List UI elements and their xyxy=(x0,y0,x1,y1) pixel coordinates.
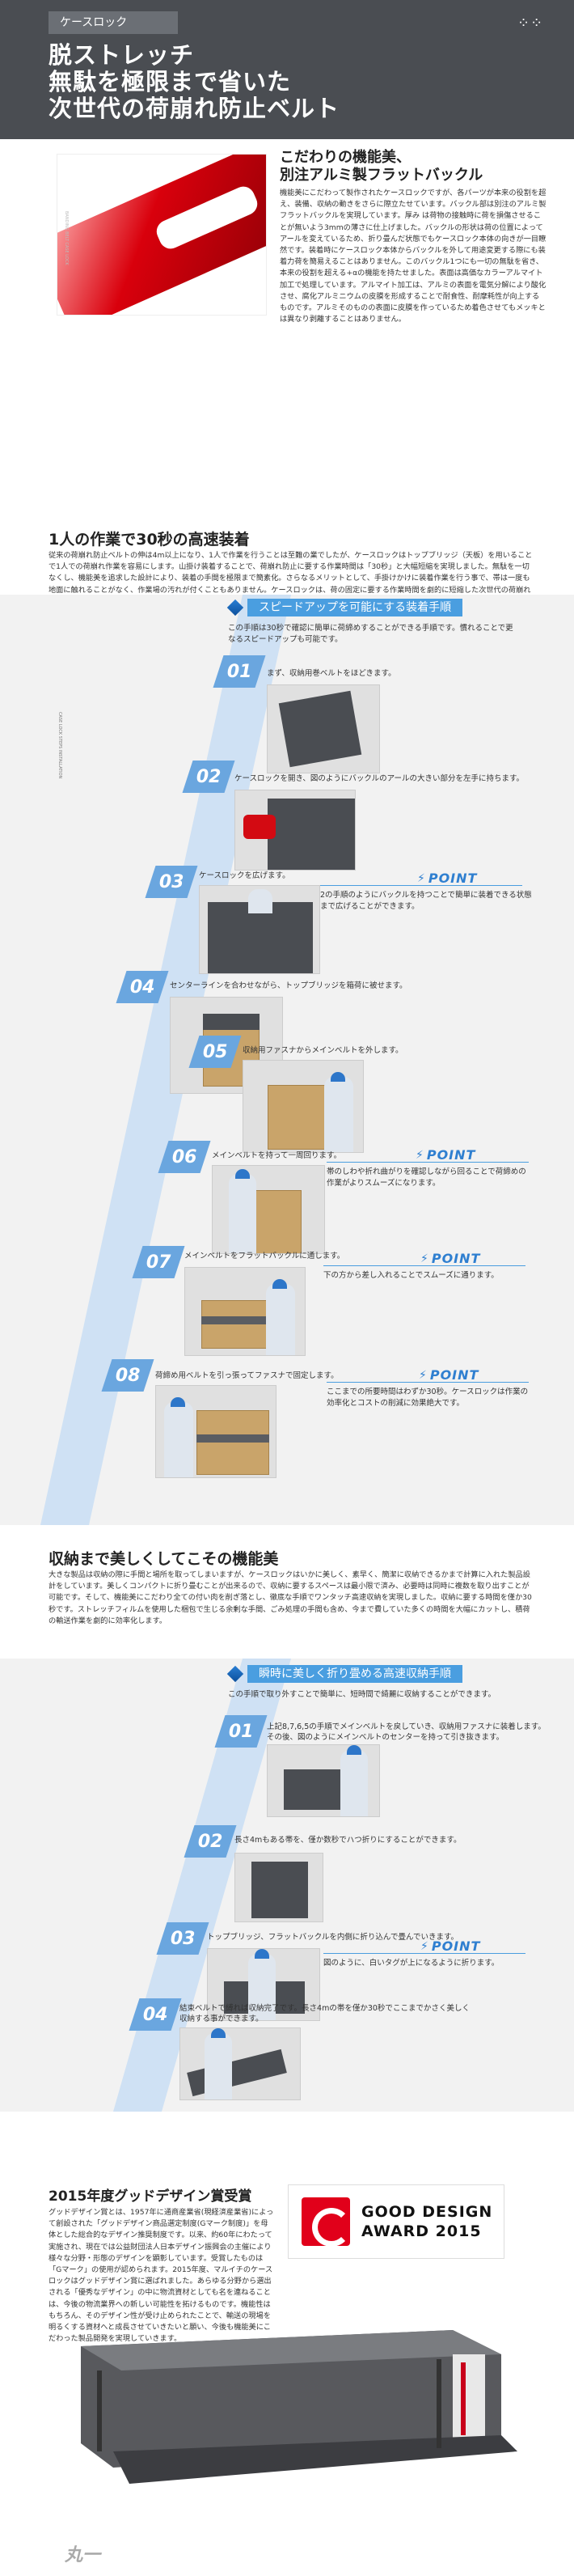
install-step-photo xyxy=(199,885,320,974)
brand-logo: ⁘⁘ xyxy=(517,16,542,45)
lightning-icon: ⚡ xyxy=(420,1252,428,1265)
storage-steps-heading: 瞬時に美しく折り畳める高速収納手順 xyxy=(226,1665,462,1683)
g-mark-icon xyxy=(302,2197,351,2247)
hero-title-line: 脱ストレッチ xyxy=(49,41,195,69)
feature-body: 機能美にこだわって製作されたケースロックですが、各パーツが本来の役割を超え、装備… xyxy=(280,189,547,324)
point-divider xyxy=(320,885,522,886)
install-step-text: 荷締め用ベルトを引っ張ってファスナで固定します。 xyxy=(155,1371,339,1380)
install-point: ⚡ POINT xyxy=(419,1367,479,1383)
install-point-text: ここまでの所要時間はわずか30秒。ケースロックは作業の効率化とコストの削減に効果… xyxy=(327,1388,529,1408)
install-step-photo xyxy=(267,684,380,773)
point-label: POINT xyxy=(431,1251,481,1266)
point-divider xyxy=(323,1265,525,1266)
install-steps-heading-label: スピードアップを可能にする装着手順 xyxy=(247,599,463,616)
brand-logo-icon: ⁘⁘ xyxy=(517,15,544,32)
feature-title-line: 別注アルミ製フラットバックル xyxy=(280,167,483,184)
point-label: POINT xyxy=(428,871,478,886)
install-step-photo xyxy=(212,1165,325,1254)
storage-step-text: 上記8,7,6,5の手順でメインベルトを戻していき、収納用ファスナに装着します。… xyxy=(267,1722,546,1742)
section1-title: 1人の作業で30秒の高速装着 xyxy=(49,531,250,549)
footer-logo: 丸一 xyxy=(65,2544,101,2565)
point-label: POINT xyxy=(431,1938,481,1954)
good-design-logo: GOOD DESIGN AWARD 2015 xyxy=(288,2184,504,2259)
install-point: ⚡ POINT xyxy=(420,1251,480,1266)
storage-point-text: 図のように、白いタグが上になるように折ります。 xyxy=(323,1959,500,1968)
install-step-photo xyxy=(155,1385,276,1478)
install-step-photo xyxy=(243,1060,364,1153)
storage-step-photo xyxy=(234,1853,323,1922)
install-step-text: メインベルトを持って一周回ります。 xyxy=(212,1151,342,1160)
storage-step-photo xyxy=(267,1744,380,1817)
storage-step-text: 長さ4mもある帯を、僅か数秒でハつ折りにすることができます。 xyxy=(234,1836,462,1845)
good-design-logo-line: GOOD DESIGN xyxy=(361,2203,493,2221)
category-tag: ケースロック xyxy=(49,11,178,34)
install-step-text: 収納用ファスナからメインベルトを外します。 xyxy=(243,1046,403,1055)
hero-banner: ケースロック ⁘⁘ 脱ストレッチ 無駄を極限まで省いた 次世代の荷崩れ防止ベルト xyxy=(0,0,574,139)
hero-title: 脱ストレッチ 無駄を極限まで省いた 次世代の荷崩れ防止ベルト xyxy=(49,42,340,122)
storage-steps-heading-label: 瞬時に美しく折り畳める高速収納手順 xyxy=(247,1665,462,1683)
install-point: ⚡ POINT xyxy=(417,871,477,886)
award-title: 2015年度グッドデザイン賞受賞 xyxy=(49,2188,252,2205)
product-photo xyxy=(81,2330,517,2484)
storage-step-text: トップブリッジ、フラットバックルを内側に折り込んで畳んでいきます。 xyxy=(207,1933,459,1942)
storage-point: ⚡ POINT xyxy=(420,1938,480,1954)
cube-icon xyxy=(226,599,244,616)
feature-title-line: こだわりの機能美、 xyxy=(280,149,411,166)
install-point-text: 帯のしわや折れ曲がりを確認しながら回ることで荷締めの作業がよりスムーズになります… xyxy=(327,1167,526,1188)
lightning-icon: ⚡ xyxy=(416,1148,424,1162)
install-steps-heading: スピードアップを可能にする装着手順 xyxy=(226,599,463,616)
install-vertical-note: CASE LOCK STEPS INSTALLATION xyxy=(57,712,62,779)
good-design-logo-line: AWARD 2015 xyxy=(361,2222,482,2240)
storage-step-photo xyxy=(179,2027,301,2100)
feature-title: こだわりの機能美、 別注アルミ製フラットバックル xyxy=(280,149,483,184)
point-label: POINT xyxy=(426,1147,476,1163)
point-divider xyxy=(323,1953,525,1954)
photo-caption: BANDING BELT CASE LOCK xyxy=(64,211,69,265)
lightning-icon: ⚡ xyxy=(417,871,425,885)
lightning-icon: ⚡ xyxy=(420,1939,428,1953)
install-step-text: センターラインを合わせながら、トップブリッジを箱荷に被せます。 xyxy=(170,981,407,990)
storage-steps-intro: この手順で取り外すことで簡単に、短時間で綺麗に収納することができます。 xyxy=(228,1690,496,1699)
point-label: POINT xyxy=(429,1367,479,1383)
install-steps-intro: この手順は30秒で確認に簡単に荷締めすることができる手順です。慣れることで更なる… xyxy=(228,624,513,644)
lightning-icon: ⚡ xyxy=(419,1368,427,1382)
install-steps-diagonal xyxy=(40,595,291,1525)
buckle-photo: BANDING BELT CASE LOCK xyxy=(57,154,267,316)
section2-body: 大きな製品は収納の際に手間と場所を取ってしまいますが、ケースロックはいかに美しく… xyxy=(49,1570,532,1625)
hero-section: ケースロック ⁘⁘ 脱ストレッチ 無駄を極限まで省いた 次世代の荷崩れ防止ベルト… xyxy=(0,0,574,324)
install-point-text: 下の方から差し入れることでスムーズに通ります。 xyxy=(323,1271,499,1280)
install-step-text: ケースロックを広げます。 xyxy=(199,871,290,880)
storage-step-text: 結束ベルトで縛れば収納完了です。長さ4mの帯を僅か30秒でここまでかさく美しく収… xyxy=(179,2004,470,2023)
install-step-photo xyxy=(184,1267,306,1356)
install-point-text: 2の手順のようにバックルを持つことで簡単に装着できる状態まで広げることができます… xyxy=(320,891,532,911)
hero-title-line: 無駄を極限まで省いた xyxy=(49,68,292,95)
install-step-photo xyxy=(234,790,356,871)
section2-title: 収納まで美しくしてこその機能美 xyxy=(49,1550,279,1568)
storage-step-photo xyxy=(207,1948,320,2021)
install-step-text: まず、収納用巻ベルトをほどきます。 xyxy=(267,669,396,678)
award-body: グッドデザイン賞とは、1957年に通商産業省(現経済産業省)によって創設された「… xyxy=(49,2208,274,2344)
point-divider xyxy=(327,1382,529,1383)
hero-title-line: 次世代の荷崩れ防止ベルト xyxy=(49,95,340,122)
install-step-text: メインベルトをフラットバックルに通します。 xyxy=(184,1252,345,1260)
install-step-text: ケースロックを開き、図のようにバックルのアールの大きい部分を左手に持ちます。 xyxy=(234,774,525,783)
point-divider xyxy=(327,1162,529,1163)
install-point: ⚡ POINT xyxy=(416,1147,475,1163)
cube-icon xyxy=(226,1665,244,1683)
